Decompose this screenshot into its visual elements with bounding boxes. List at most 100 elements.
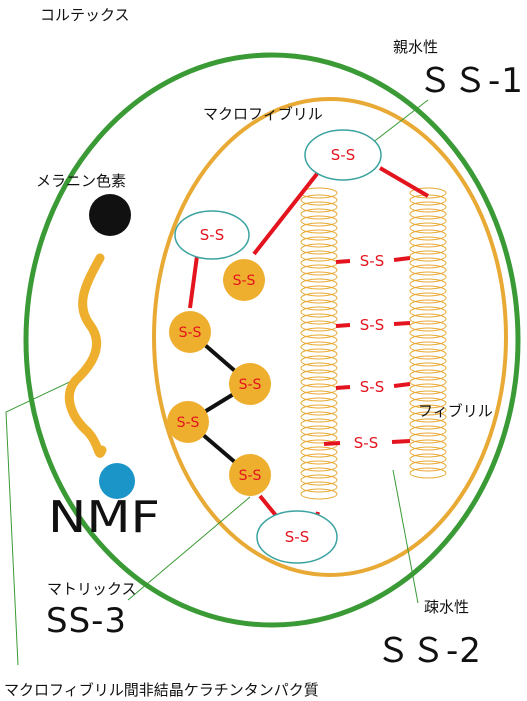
ss1-label: ＳＳ-1	[418, 61, 524, 101]
coil-loop	[409, 439, 447, 451]
coil-loop	[409, 229, 447, 241]
ss-link	[258, 494, 280, 520]
matrix-ball-label: S-S	[233, 273, 256, 289]
matrix-ball	[167, 401, 209, 443]
coil-loop	[300, 278, 338, 290]
coil-loop	[300, 411, 338, 423]
coil-loop	[409, 348, 447, 360]
coil-loop	[409, 278, 447, 290]
coil-loop	[300, 236, 338, 248]
coil-loop	[300, 250, 338, 262]
coil-loop	[409, 236, 447, 248]
matrix-ball-label: S-S	[177, 415, 200, 431]
disulfide-links	[188, 166, 430, 528]
fibril-bridge-labels: S-S S-S S-S S-S	[354, 252, 384, 452]
coil-loop	[409, 285, 447, 297]
ss-hydrophilic-ellipse-bottom	[256, 510, 338, 564]
leader-line-ss1	[371, 99, 429, 144]
coil-loop	[409, 292, 447, 304]
ss-link	[252, 168, 322, 256]
coil-loop	[409, 467, 447, 479]
ss-label-bottom: S-S	[285, 528, 309, 546]
fibril-label: フィブリル	[418, 402, 493, 420]
coil-loop	[300, 481, 338, 493]
fibril-coil-right	[409, 187, 447, 479]
coil-loop	[409, 369, 447, 381]
ss-label-left: S-S	[200, 226, 224, 244]
coil-loop	[409, 208, 447, 220]
coil-loop	[409, 320, 447, 332]
matrix-ball	[169, 311, 211, 353]
leader-line-bottom-label	[5, 377, 79, 666]
coil-loop	[409, 418, 447, 430]
coil-loop	[409, 271, 447, 283]
coil-loop	[409, 187, 447, 199]
ss-link	[188, 255, 199, 309]
coil-loop	[409, 222, 447, 234]
coil-loop	[300, 271, 338, 283]
coil-loop	[409, 257, 447, 269]
coil-loop	[300, 341, 338, 353]
coil-loop	[300, 390, 338, 402]
coil-loop	[300, 432, 338, 444]
coil-loop	[300, 376, 338, 388]
leader-line-ss3	[127, 496, 251, 601]
cortex-outline	[23, 52, 521, 628]
cortex-label: コルテックス	[40, 6, 130, 24]
macrofibril-label: マクロフィブリル	[203, 105, 323, 123]
leader-lines	[5, 99, 429, 666]
matrix-label: マトリックス	[47, 580, 137, 598]
ss-label-top: S-S	[331, 146, 355, 164]
coil-loop	[409, 362, 447, 374]
ss-link	[335, 259, 351, 264]
coil-loop	[300, 348, 338, 360]
nmf-label: NMF	[48, 492, 160, 543]
coil-loop	[300, 453, 338, 465]
ss-link	[393, 321, 411, 326]
coil-loop	[300, 222, 338, 234]
hydrophilic-label: 親水性	[393, 38, 438, 56]
ss3-label: SS-3	[46, 601, 127, 641]
hydrophobic-label: 疎水性	[424, 598, 469, 616]
macrofibril-outline	[152, 97, 508, 577]
coil-loop	[409, 243, 447, 255]
matrix-ball-label: S-S	[179, 325, 202, 341]
coil-loop	[409, 383, 447, 395]
coil-loop	[300, 313, 338, 325]
matrix-ball-label: S-S	[239, 468, 262, 484]
fibril-bridge-label: S-S	[360, 316, 384, 334]
coil-loop	[300, 418, 338, 430]
coil-loop	[300, 292, 338, 304]
fibril-bridge-label: S-S	[360, 252, 384, 270]
coil-loop	[409, 341, 447, 353]
coil-loop	[300, 467, 338, 479]
coil-loop	[409, 404, 447, 416]
ss-hydrophilic-ellipse-left	[174, 210, 250, 260]
fibril-coils	[300, 187, 447, 500]
coil-loop	[409, 432, 447, 444]
wavy-keratin-strand	[64, 253, 107, 458]
coil-loop	[300, 425, 338, 437]
coil-loop	[409, 201, 447, 213]
coil-loop	[300, 474, 338, 486]
coil-loop	[300, 369, 338, 381]
coil-loop	[300, 334, 338, 346]
ss-link	[323, 441, 341, 446]
coil-loop	[300, 229, 338, 241]
coil-loop	[409, 453, 447, 465]
coil-loop	[409, 334, 447, 346]
coil-loop	[409, 264, 447, 276]
coil-loop	[300, 201, 338, 213]
coil-loop	[409, 215, 447, 227]
coil-loop	[409, 460, 447, 472]
coil-loop	[300, 208, 338, 220]
matrix-balls: S-S S-S S-S S-S S-S	[167, 259, 271, 496]
coil-loop	[409, 327, 447, 339]
coil-loop	[300, 397, 338, 409]
coil-loop	[300, 327, 338, 339]
ss-link	[335, 323, 351, 328]
leader-line-ss2	[392, 469, 419, 604]
coil-loop	[409, 411, 447, 423]
matrix-ball	[229, 363, 271, 405]
